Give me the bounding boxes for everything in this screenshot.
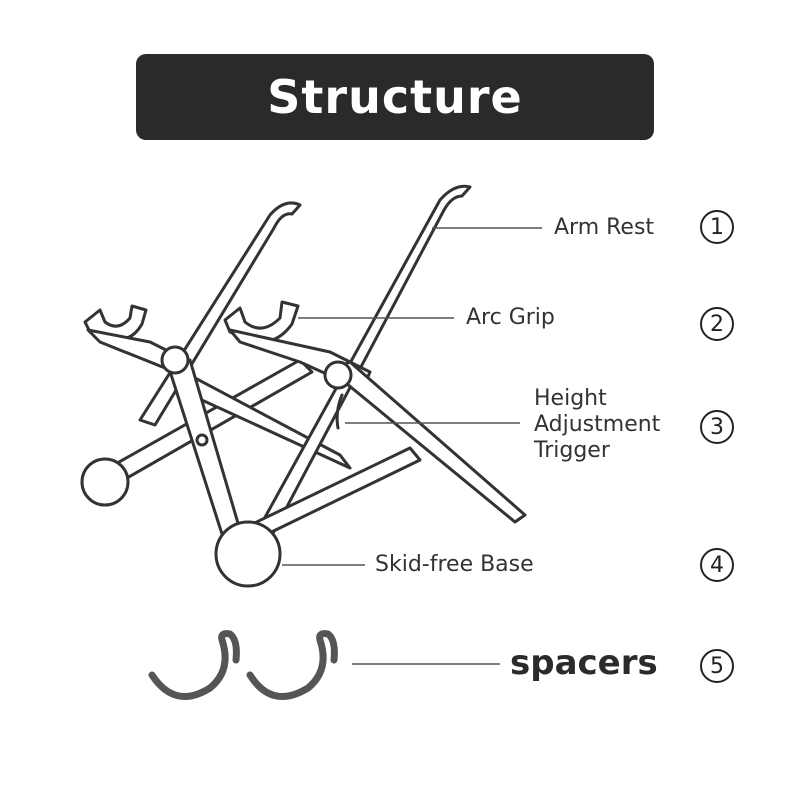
label-arc-grip: Arc Grip <box>466 305 555 330</box>
label-line: Height <box>534 386 607 411</box>
front-arm-rest <box>256 184 472 537</box>
middle-pivot <box>160 345 190 375</box>
label-line: Adjustment <box>534 412 661 437</box>
link-rivet <box>195 433 209 447</box>
part-number-4: 4 <box>700 548 734 582</box>
front-pivot <box>323 360 353 390</box>
label-skid-free-base: Skid-free Base <box>375 552 534 577</box>
label-height-adjustment-trigger: Height Adjustment Trigger <box>534 386 704 464</box>
part-number-5: 5 <box>700 649 734 683</box>
label-line: Trigger <box>534 438 610 463</box>
label-arm-rest: Arm Rest <box>554 215 655 240</box>
back-left-foot <box>80 457 130 507</box>
front-rear-leg <box>328 360 527 524</box>
height-trigger <box>335 393 344 430</box>
label-spacers: spacers <box>510 643 658 683</box>
title-banner: Structure <box>136 54 654 140</box>
part-number-2: 2 <box>700 307 734 341</box>
spacer-right <box>246 630 338 700</box>
spacer-left <box>148 630 240 700</box>
front-cross-bar <box>238 446 422 542</box>
page-title: Structure <box>267 70 523 124</box>
front-foot <box>214 520 282 588</box>
part-number-1: 1 <box>700 210 734 244</box>
part-number-3: 3 <box>700 410 734 444</box>
